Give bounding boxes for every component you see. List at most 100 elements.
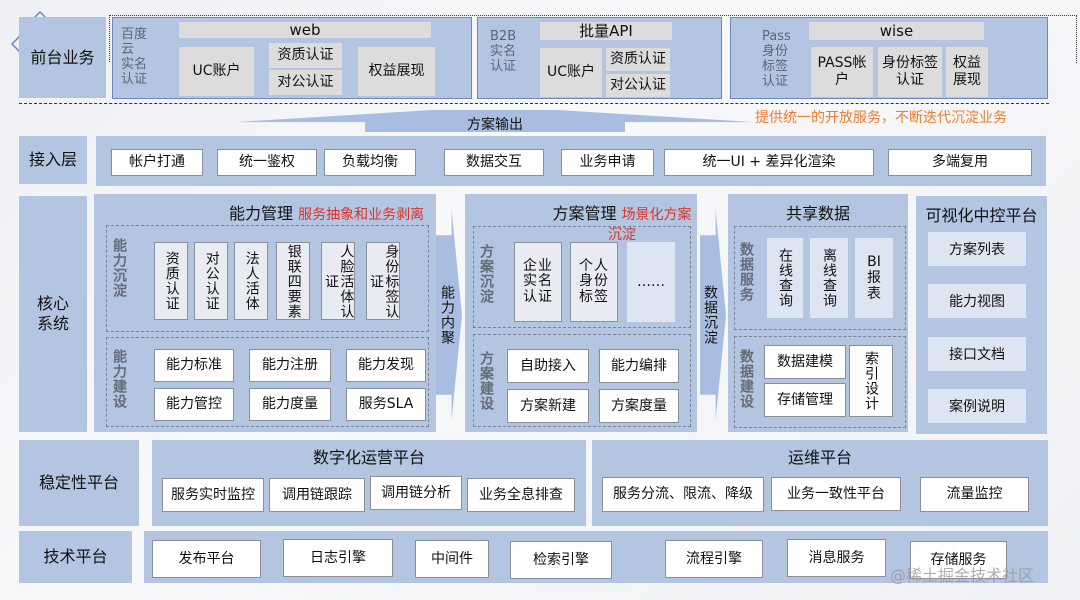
capability-item[interactable]: 对公认证 bbox=[194, 242, 228, 320]
solution-build-item[interactable]: 方案新建 bbox=[507, 389, 589, 423]
data-build-area bbox=[734, 336, 906, 428]
item-text: 索引设计 bbox=[863, 351, 879, 411]
data-build-item[interactable]: 索引设计 bbox=[849, 345, 893, 417]
data-service-area bbox=[734, 226, 906, 330]
solution-title-text: 方案管理 bbox=[552, 204, 617, 223]
solution-output-label: 方案输出 bbox=[467, 117, 523, 133]
capability-build-item[interactable]: 服务SLA bbox=[346, 388, 426, 421]
frontend-frame-left bbox=[109, 15, 111, 62]
data-build-item[interactable]: 存储管理 bbox=[764, 383, 846, 417]
visual-item-solution-list[interactable]: 方案列表 bbox=[928, 232, 1026, 266]
solution-build-item[interactable]: 自助接入 bbox=[507, 349, 589, 383]
frontend-item-uc-account[interactable]: UC账户 bbox=[540, 48, 602, 97]
data-deposit-label: 数据沉淀 bbox=[702, 285, 718, 345]
solution-output-arrow bbox=[235, 110, 755, 132]
access-item-account-link[interactable]: 帐户打通 bbox=[111, 149, 203, 176]
capability-build-label: 能力建设 bbox=[111, 349, 127, 409]
digital-ops-title: 数字化运营平台 bbox=[312, 448, 425, 467]
solution-item-enterprise[interactable]: 企业 实名 认证 bbox=[514, 242, 562, 322]
item-text: 身份标签认证 bbox=[882, 55, 938, 88]
group-header-batch-api: 批量API bbox=[540, 22, 672, 40]
capability-build-item[interactable]: 能力标准 bbox=[154, 349, 234, 382]
maintenance-item[interactable]: 流量监控 bbox=[920, 477, 1029, 512]
digital-ops-item[interactable]: 服务实时监控 bbox=[162, 478, 264, 512]
capability-title-text: 能力管理 bbox=[229, 204, 294, 223]
tech-item-storage-service[interactable]: 存储服务 bbox=[910, 541, 1007, 579]
tech-item-search-engine[interactable]: 检索引擎 bbox=[510, 541, 612, 579]
tech-item-workflow-engine[interactable]: 流程引擎 bbox=[665, 540, 763, 578]
item-text: 权益展现 bbox=[953, 55, 981, 88]
tech-item-middleware[interactable]: 中间件 bbox=[415, 540, 489, 578]
tech-band: 发布平台 日志引擎 中间件 检索引擎 流程引擎 消息服务 存储服务 bbox=[144, 531, 1048, 583]
layer-label-tech: 技术平台 bbox=[19, 531, 132, 583]
data-service-item[interactable]: 离线查询 bbox=[810, 238, 848, 318]
access-item-multi-client[interactable]: 多端复用 bbox=[888, 149, 1032, 176]
capability-item[interactable]: 银联四要素 bbox=[276, 242, 310, 320]
visual-control-title: 可视化中控平台 bbox=[925, 206, 1038, 225]
access-item-business-apply[interactable]: 业务申请 bbox=[561, 149, 654, 176]
visual-item-capability-view[interactable]: 能力视图 bbox=[928, 284, 1026, 318]
frontend-item-qualification[interactable]: 资质认证 bbox=[606, 48, 670, 71]
frontend-group-pass: Pass 身份 标签 认证 wise PASS帐户 身份标签认证 权益展现 bbox=[730, 17, 1048, 99]
visual-control-panel: 可视化中控平台 方案列表 能力视图 接口文档 案例说明 bbox=[916, 196, 1047, 434]
digital-ops-item[interactable]: 调用链跟踪 bbox=[269, 478, 365, 512]
tech-item-log-engine[interactable]: 日志引擎 bbox=[283, 539, 393, 577]
solution-build-label: 方案建设 bbox=[478, 351, 494, 411]
capability-build-item[interactable]: 能力发现 bbox=[346, 349, 426, 382]
digital-ops-item[interactable]: 业务全息排查 bbox=[467, 478, 575, 512]
frontend-item-identity-tag[interactable]: 身份标签认证 bbox=[878, 47, 942, 97]
maintenance-title: 运维平台 bbox=[787, 448, 852, 467]
watermark: @稀土掘金技术社区 bbox=[890, 566, 1035, 585]
solution-title: 方案管理 场景化方案沉淀 bbox=[547, 200, 697, 244]
frontend-item-rights-display[interactable]: 权益展现 bbox=[358, 47, 435, 96]
layer-label-stability: 稳定性平台 bbox=[19, 440, 139, 526]
data-build-item[interactable]: 数据建模 bbox=[764, 345, 846, 379]
capability-item[interactable]: 身份标签认证 bbox=[366, 242, 400, 320]
frontend-separator bbox=[19, 103, 1049, 104]
data-build-label: 数据建设 bbox=[738, 349, 754, 409]
maintenance-item[interactable]: 服务分流、限流、降级 bbox=[602, 477, 764, 512]
access-item-load-balance[interactable]: 负载均衡 bbox=[324, 149, 416, 176]
data-service-item[interactable]: 在线查询 bbox=[767, 238, 803, 318]
item-text: 个人 身份 标签 bbox=[579, 257, 609, 305]
solution-management-panel: 方案管理 场景化方案沉淀 方案沉淀 企业 实名 认证 个人 身份 标签 …… 方… bbox=[465, 194, 697, 432]
tech-item-release[interactable]: 发布平台 bbox=[152, 540, 261, 578]
capability-build-item[interactable]: 能力管控 bbox=[154, 388, 234, 421]
frontend-item-rights-display[interactable]: 权益展现 bbox=[946, 47, 988, 97]
frontend-item-corporate[interactable]: 对公认证 bbox=[269, 70, 342, 95]
visual-item-api-docs[interactable]: 接口文档 bbox=[928, 337, 1026, 371]
visual-item-case-study[interactable]: 案例说明 bbox=[928, 389, 1026, 423]
capability-build-area bbox=[106, 337, 429, 427]
solution-build-item[interactable]: 方案度量 bbox=[599, 389, 679, 423]
digital-ops-panel: 数字化运营平台 服务实时监控 调用链跟踪 调用链分析 业务全息排查 bbox=[152, 440, 586, 526]
access-item-unified-ui[interactable]: 统一UI + 差异化渲染 bbox=[664, 149, 874, 176]
data-service-item[interactable]: BI报表 bbox=[855, 238, 893, 318]
frontend-group-b2b: B2B 实名 认证 批量API UC账户 资质认证 对公认证 bbox=[477, 17, 722, 99]
access-band: 帐户打通 统一鉴权 负载均衡 数据交互 业务申请 统一UI + 差异化渲染 多端… bbox=[96, 136, 1046, 186]
tech-item-message-service[interactable]: 消息服务 bbox=[787, 539, 886, 577]
solution-build-item[interactable]: 能力编排 bbox=[599, 349, 679, 383]
item-text: BI报表 bbox=[867, 253, 881, 303]
access-item-data-exchange[interactable]: 数据交互 bbox=[444, 149, 544, 176]
capability-cohesion-label: 能力内聚 bbox=[439, 285, 455, 345]
capability-item[interactable]: 人脸活体认证 bbox=[321, 242, 355, 320]
solution-item-more[interactable]: …… bbox=[627, 242, 675, 322]
solution-item-personal[interactable]: 个人 身份 标签 bbox=[570, 242, 618, 322]
capability-subtitle: 服务抽象和业务剥离 bbox=[298, 207, 425, 223]
solution-deposit-label: 方案沉淀 bbox=[478, 244, 494, 304]
capability-item[interactable]: 法人活体 bbox=[234, 242, 268, 320]
item-text: PASS帐户 bbox=[817, 55, 867, 88]
capability-deposit-area bbox=[106, 225, 429, 332]
maintenance-item[interactable]: 业务一致性平台 bbox=[771, 477, 901, 511]
frontend-item-pass-account[interactable]: PASS帐户 bbox=[811, 47, 873, 97]
layer-label-core: 核心系统 bbox=[19, 196, 87, 432]
digital-ops-item[interactable]: 调用链分析 bbox=[370, 476, 462, 510]
item-text: 离线查询 bbox=[821, 248, 837, 308]
frontend-item-corporate[interactable]: 对公认证 bbox=[606, 74, 670, 97]
frontend-item-uc-account[interactable]: UC账户 bbox=[179, 47, 254, 96]
capability-build-item[interactable]: 能力度量 bbox=[249, 388, 331, 421]
capability-item[interactable]: 资质认证 bbox=[154, 242, 188, 320]
frontend-item-qualification[interactable]: 资质认证 bbox=[269, 43, 342, 68]
capability-build-item[interactable]: 能力注册 bbox=[249, 349, 331, 382]
access-item-unified-auth[interactable]: 统一鉴权 bbox=[217, 149, 317, 176]
